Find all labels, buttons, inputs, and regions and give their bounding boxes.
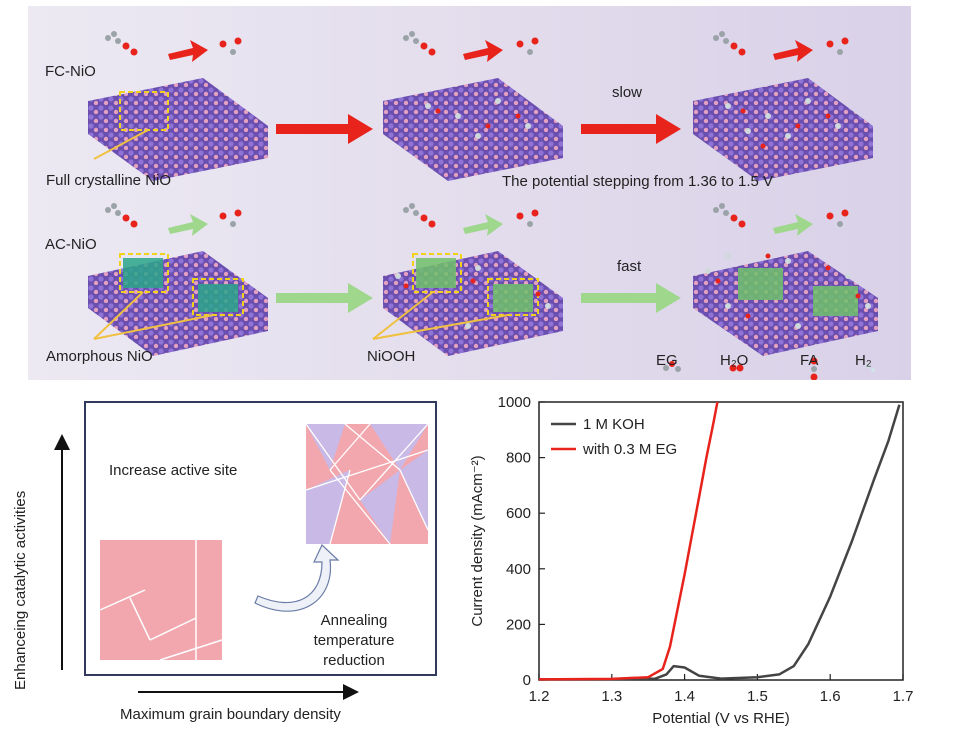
x-tick-label: 1.2 — [529, 688, 550, 705]
legend-eg-icon — [663, 361, 681, 372]
eg-to-fa-conversion-ac-3 — [713, 203, 849, 236]
series-line-koh — [538, 404, 901, 681]
eg-to-fa-conversion-ac-2 — [403, 203, 539, 236]
y-tick-label: 800 — [506, 450, 531, 467]
niooh-label: NiOOH — [367, 348, 416, 365]
slow-label: slow — [612, 84, 643, 101]
y-tick-label: 1000 — [498, 394, 531, 411]
y-tick-label: 600 — [506, 505, 531, 522]
x-tick-label: 1.4 — [674, 688, 695, 705]
x-tick-label: 1.3 — [601, 688, 622, 705]
series-line-eg — [538, 401, 719, 681]
y-tick-label: 0 — [523, 672, 531, 689]
legend: 1 M KOH with 0.3 M EG — [551, 416, 677, 458]
amorphous-label: Amorphous NiO — [46, 348, 153, 365]
ac-nio-slab-2 — [372, 251, 563, 356]
fc-nio-label: FC-NiO — [45, 63, 96, 80]
legend-eg-label: EG — [656, 352, 678, 369]
legend-h2o-label: H₂O — [720, 352, 749, 369]
slow-arrow-1 — [276, 114, 373, 144]
slow-arrow-2 — [581, 114, 681, 144]
full-crystalline-label: Full crystalline NiO — [46, 172, 172, 189]
chart-x-label: Potential (V vs RHE) — [652, 710, 790, 727]
legend-fa-label: FA — [800, 352, 819, 369]
legend-fa-icon — [810, 357, 818, 380]
legend-label-koh: 1 M KOH — [583, 416, 645, 433]
legend-h2-icon — [866, 364, 875, 372]
annealing-label-2: temperature — [313, 632, 395, 649]
x-axis-label: Maximum grain boundary density — [120, 706, 341, 723]
plot-frame — [538, 401, 904, 681]
fc-nio-slab-3 — [693, 78, 873, 181]
x-tick-label: 1.7 — [893, 688, 914, 705]
fast-label: fast — [617, 258, 642, 275]
ac-nio-slab-3 — [693, 251, 878, 356]
eg-to-fa-conversion-fc-3 — [713, 31, 849, 62]
legend-h2-label: H₂ — [855, 352, 872, 369]
ac-nio-label: AC-NiO — [45, 236, 97, 253]
chart-y-label: Current density (mAcm⁻²) — [469, 455, 486, 626]
y-tick-label: 400 — [506, 561, 531, 578]
eg-to-fa-conversion-fc-2 — [403, 31, 539, 62]
legend-h2o-icon — [729, 364, 744, 372]
fast-arrow-2 — [581, 283, 681, 313]
series-layer — [538, 401, 901, 681]
y-tick-label: 200 — [506, 616, 531, 633]
annealing-label-1: Annealing — [320, 612, 388, 629]
fc-nio-slab-1 — [88, 78, 268, 181]
potential-stepping-label: The potential stepping from 1.36 to 1.5 … — [502, 173, 774, 190]
fc-nio-slab-2 — [383, 78, 563, 181]
x-ticks: 1.2 1.3 1.4 1.5 1.6 1.7 — [529, 674, 914, 705]
x-tick-label: 1.5 — [747, 688, 768, 705]
eg-to-fa-conversion-ac — [105, 203, 242, 236]
fast-arrow-1 — [276, 283, 373, 313]
x-tick-label: 1.6 — [820, 688, 841, 705]
y-ticks: 0 200 400 600 800 1000 — [498, 394, 545, 689]
legend-label-eg: with 0.3 M EG — [582, 441, 677, 458]
ac-nio-slab-1 — [88, 251, 268, 356]
increase-active-site-label: Increase active site — [109, 462, 238, 479]
eg-to-fa-conversion-fc — [105, 31, 242, 62]
mechanism-illustration — [88, 31, 878, 380]
annealing-label-3: reduction — [323, 652, 385, 669]
